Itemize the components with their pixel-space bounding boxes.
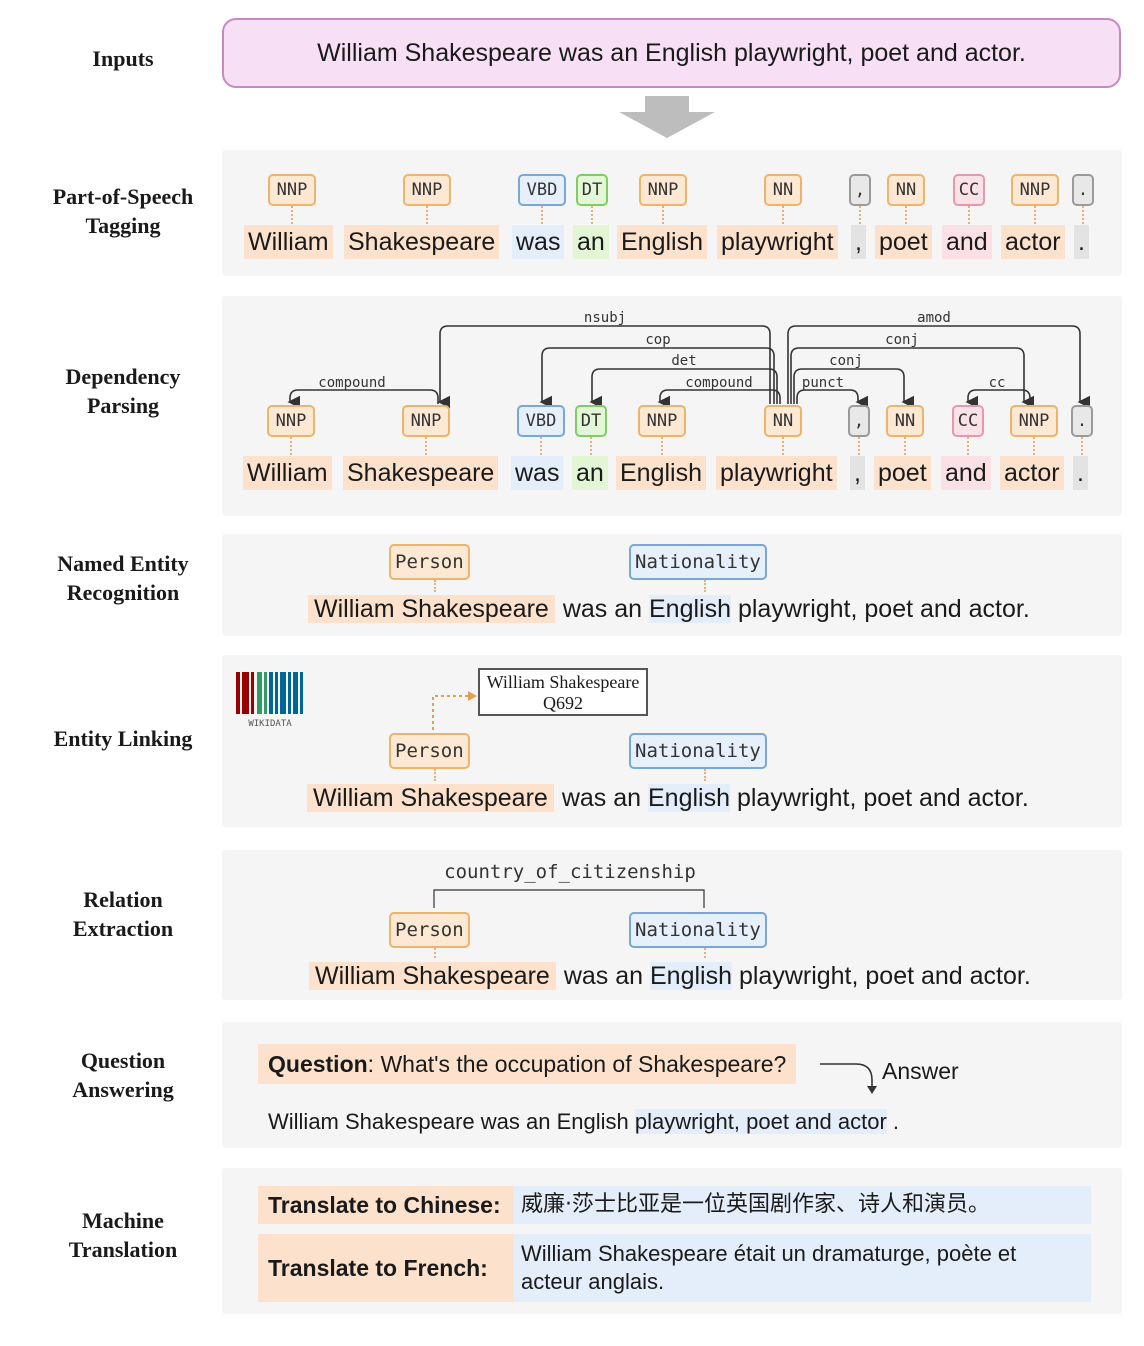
pos-word: poet [875,225,932,259]
answer-arrow [820,1063,877,1094]
entity-span: William Shakespeare [307,784,554,812]
pos-word: playwright [717,225,838,259]
dep-word: English [616,456,706,490]
dep-tag: CC [952,405,984,437]
dep-tag: , [848,405,870,437]
mt-chinese-text: 威廉·莎士比亚是一位英国剧作家、诗人和演员。 [513,1186,1091,1224]
mt-french-text: William Shakespeare était un dramaturge,… [513,1234,1091,1302]
dep-tag: NN [886,405,924,437]
dep-word: Shakespeare [343,456,499,490]
pos-tag: NN [887,174,925,206]
dep-word: and [941,456,991,490]
el-person-tag: Person [389,733,470,769]
dep-tag: NNP [1010,405,1058,437]
pos-tag: CC [953,174,985,206]
input-sentence: William Shakespeare was an English playw… [317,38,1026,67]
pos-word: an [573,225,609,259]
dep-tag: NNP [267,405,315,437]
dep-tag: DT [575,405,607,437]
dep-word: . [1073,456,1088,490]
relation-arc: country_of_citizenship [433,861,705,908]
dep-tag: NNP [638,405,686,437]
wikidata-logo-icon: WIKIDATA [236,672,303,729]
pos-word: actor [1001,225,1065,259]
mt-french-label: Translate to French: [258,1234,513,1302]
pos-tag: NNP [403,174,451,206]
pos-tag: VBD [518,174,566,206]
svg-text:WIKIDATA: WIKIDATA [248,719,292,729]
dep-word: poet [874,456,931,490]
el-nationality-tag: Nationality [629,733,767,769]
input-sentence-box: William Shakespeare was an English playw… [222,18,1121,88]
dep-word: William [243,456,332,490]
pos-tag: , [849,174,871,206]
pos-word: was [512,225,565,259]
dep-word: , [850,456,865,490]
label-entity-linking: Entity Linking [53,726,193,751]
entity-span: William Shakespeare [309,962,556,990]
nationality-span: English [650,962,732,990]
down-arrow-icon [619,96,715,138]
ner-person-tag: Person [389,544,470,580]
dep-tag: NNP [402,405,450,437]
pos-tag: NN [764,174,802,206]
svg-text:country_of_citizenship: country_of_citizenship [444,861,696,883]
answer-span: playwright, poet and actor [634,1109,887,1134]
pos-word: , [851,225,866,259]
nationality-span: English [649,595,731,623]
pos-tag: NNP [639,174,687,206]
re-nationality-tag: Nationality [629,912,767,948]
link-arrow [432,691,477,730]
pos-tag: NNP [268,174,316,206]
re-person-tag: Person [389,912,470,948]
nationality-span: English [648,784,730,812]
pos-word: Shakespeare [344,225,500,259]
dep-word: actor [1000,456,1064,490]
dep-tag: NN [764,405,802,437]
pos-tag: . [1072,174,1094,206]
mt-chinese-label: Translate to Chinese: [258,1186,513,1224]
pos-tag: DT [576,174,608,206]
qa-context: William Shakespeare was an English playw… [268,1109,900,1134]
pos-word: . [1074,225,1089,259]
pos-word: and [942,225,992,259]
dep-word: playwright [716,456,837,490]
entity-span: William Shakespeare [308,595,555,623]
pos-tag: NNP [1011,174,1059,206]
pos-word: English [617,225,707,259]
dep-word: was [511,456,564,490]
dep-tag: . [1071,405,1093,437]
label-inputs: Inputs [92,46,154,71]
ner-nationality-tag: Nationality [629,544,767,580]
qa-question: Question: What's the occupation of Shake… [258,1044,797,1084]
dep-word: an [572,456,608,490]
qa-answer-label: Answer [882,1058,959,1084]
pos-word: William [244,225,333,259]
dep-tag: VBD [517,405,565,437]
